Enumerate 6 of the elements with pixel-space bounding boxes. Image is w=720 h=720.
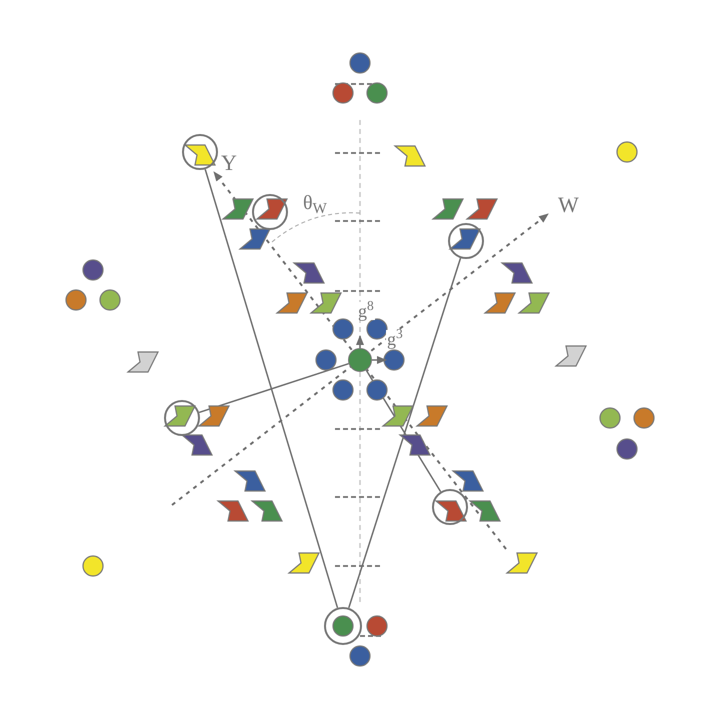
connector-line — [348, 258, 462, 608]
axis-label: g$^{8}$ — [357, 302, 375, 320]
axis-label: g$^{3}$ — [386, 330, 404, 348]
axis-label: θ$_{W}$ — [302, 193, 328, 213]
connector-line — [204, 169, 338, 608]
connector-line — [198, 363, 349, 414]
